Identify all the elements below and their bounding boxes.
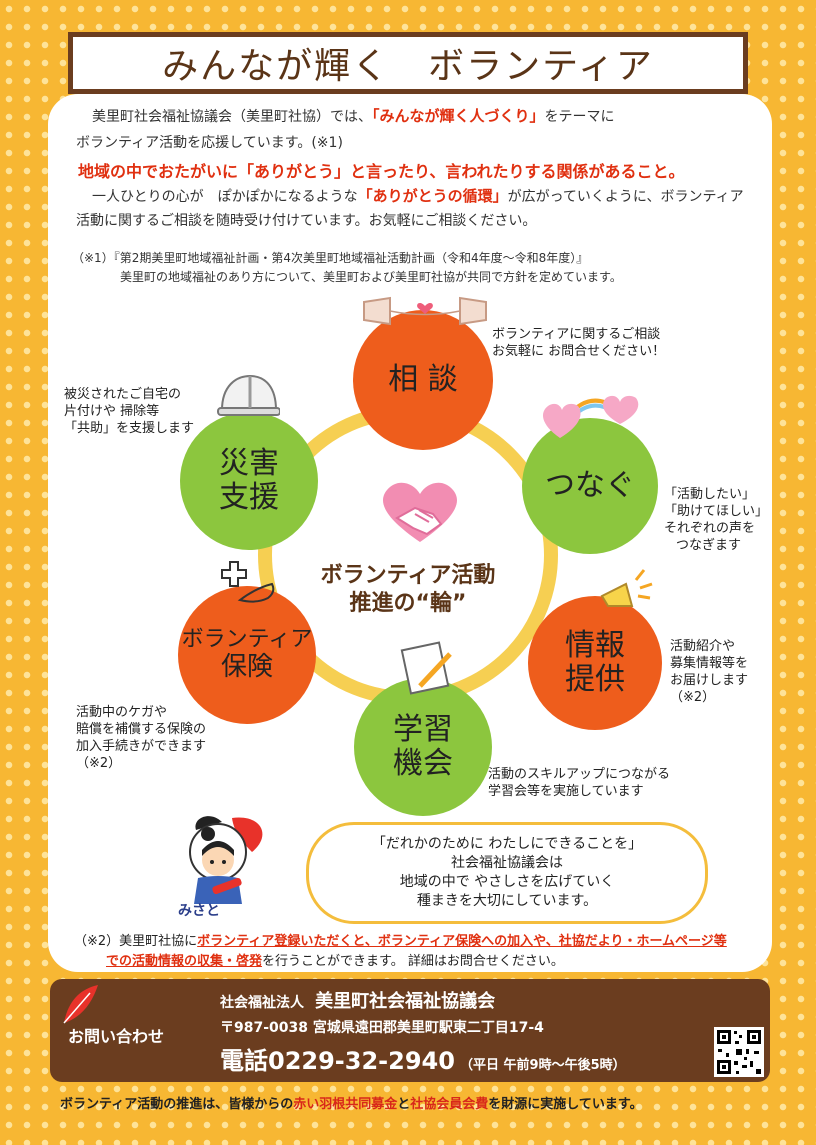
circle-saigai-label-2: 支援 [219, 480, 279, 515]
handshake-heart-icon [383, 482, 457, 542]
circle-saigai-label-1: 災害 [219, 445, 279, 481]
theme-highlight: 「みんなが輝く人づくり」 [372, 107, 545, 125]
circle-hoken: ボランティア 保険 [178, 586, 316, 724]
note2-text: （※2）美里町社協に [74, 934, 198, 949]
address: 〒987-0038 宮城県遠田郡美里町駅東二丁目17-4 [220, 1020, 544, 1036]
bubble-line: 社会福祉協議会は [451, 855, 563, 871]
desc-line: 学習会等を実施しています [488, 784, 644, 799]
desc-line: お届けします [670, 673, 749, 688]
note1-line-2: 美里町の地域福祉のあり方について、美里町および美里町社協が共同で方針を定めていま… [120, 270, 622, 284]
intro-line-4: 一人ひとりの心が ぽかぽかになるような「ありがとうの循環」が広がっていくように、… [92, 186, 744, 207]
circle-soudan: 相 談 [353, 310, 493, 450]
desc-line: ボランティアに関するご相談 [492, 327, 661, 342]
desc-line: （※2） [76, 756, 122, 771]
desc-line: 募集情報等を [670, 656, 749, 671]
intro-text: 一人ひとりの心が ぽかぽかになるような [92, 189, 358, 205]
mascot-illustration [189, 816, 263, 904]
note2-highlight: ボランティア登録いただくと、ボランティア保険への加入や、社協だより・ホームページ… [197, 934, 727, 949]
desc-line: 賠償を補償する保険の [76, 722, 207, 737]
cycle-highlight: 「ありがとうの循環」 [357, 187, 508, 205]
org-type: 社会福祉法人 [220, 995, 304, 1011]
funding-text: ボランティア活動の推進は、皆様からの [60, 1097, 294, 1112]
desc-gakushu: 活動のスキルアップにつながる 学習会等を実施しています [488, 766, 670, 800]
desc-line: 「共助」を支援します [64, 421, 195, 436]
qr-code-icon[interactable] [714, 1027, 764, 1077]
bubble-line: 種まきを大切にしています。 [416, 893, 598, 909]
bubble-line: 「だれかのために わたしにできることを」 [371, 836, 643, 852]
notebook-pencil-icon [400, 641, 452, 695]
circle-joho: 情報 提供 [528, 596, 662, 730]
org-name: 美里町社会福祉協議会 [315, 991, 496, 1012]
desc-line: それぞれの声を [664, 521, 756, 536]
megaphone-icon [600, 569, 653, 607]
circle-gakushu-label-1: 学習 [393, 711, 453, 747]
note2: （※2）美里町社協にボランティア登録いただくと、ボランティア保険への加入や、社協… [74, 932, 744, 972]
circle-tsunagu: つなぐ [522, 418, 658, 554]
circle-gakushu-label-2: 機会 [393, 746, 453, 781]
desc-line: 片付けや 掃除等 [64, 404, 160, 419]
intro-line-5: 活動に関するご相談を随時受け付けています。お気軽にご相談ください。 [76, 213, 537, 229]
bubble-line: 地域の中で やさしさを広げていく [399, 874, 615, 890]
helmet-icon [217, 374, 280, 416]
center-label-line-2: 推進の“輪” [349, 591, 467, 616]
intro-text: 美里町社会福祉協議会（美里町社協）では、 [92, 109, 372, 125]
note2-text: を行うことができます。 詳細はお問合せください。 [262, 954, 564, 969]
circle-hoken-label-1: ボランティア [181, 627, 313, 653]
circle-soudan-label: 相 談 [388, 361, 458, 397]
desc-line: 「活動したい」 [664, 487, 756, 502]
desc-soudan: ボランティアに関するご相談 お気軽に お問合せください！ [492, 326, 665, 360]
red-feather-icon [63, 985, 98, 1024]
desc-line: 「助けてほしい」 [664, 504, 769, 519]
desc-line: 被災されたご自宅の [64, 387, 182, 402]
note1-line-1: （※1）『第2期美里町地域福祉計画・第4次美里町地域福祉活動計画（令和4年度～令… [72, 251, 589, 265]
string-phone-icon [363, 296, 487, 326]
circle-tsunagu-label: つなぐ [545, 467, 635, 503]
funding-highlight: 赤い羽根共同募金 [293, 1097, 398, 1112]
desc-line: つなぎます [676, 538, 742, 553]
desc-joho: 活動紹介や 募集情報等を お届けします （※2） [670, 638, 748, 706]
contact-label: お問い合わせ [68, 1027, 165, 1046]
circle-saigai: 災害 支援 [180, 412, 318, 550]
desc-line: 加入手続きができます [76, 739, 207, 754]
tel-line: 電話0229-32-2940 （平日 午前9時～午後5時） [220, 1041, 626, 1076]
center-label-line-1: ボランティア活動 [320, 563, 496, 588]
circle-hoken-label-2: 保険 [220, 651, 273, 682]
office-hours: （平日 午前9時～午後5時） [460, 1058, 626, 1073]
intro-text: が広がっていくように、ボランティア [507, 189, 744, 205]
contact-footer: お問い合わせ 社会福祉法人 美里町社会福祉協議会 〒987-0038 宮城県遠田… [50, 979, 770, 1082]
intro-line-2: ボランティア活動を応援しています。(※1) [76, 135, 343, 151]
intro-line-1: 美里町社会福祉協議会（美里町社協）では、「みんなが輝く人づくり」をテーマに [92, 106, 615, 127]
circle-joho-label-2: 提供 [565, 662, 625, 697]
desc-hoken: 活動中のケガや 賠償を補償する保険の 加入手続きができます （※2） [76, 704, 206, 772]
funding-highlight: 社協会員会費 [410, 1097, 489, 1112]
funding-text: と [397, 1097, 411, 1112]
tel-number[interactable]: 電話0229-32-2940 [220, 1047, 455, 1075]
circle-joho-label-1: 情報 [565, 627, 625, 663]
mascot-name: みさと [178, 903, 220, 919]
center-label: ボランティア活動 推進の“輪” [300, 562, 516, 618]
funding-note: ボランティア活動の推進は、皆様からの赤い羽根共同募金と社協会員会費を財源に実施し… [60, 1093, 643, 1112]
intro-line-3: 地域の中でおたがいに「ありがとう」と言ったり、言われたりする関係があること。 [78, 162, 685, 181]
desc-line: 活動紹介や [670, 639, 736, 654]
rainbow-hearts-icon [543, 395, 639, 438]
speech-bubble: 「だれかのために わたしにできることを」 社会福祉協議会は 地域の中で やさしさ… [306, 822, 708, 924]
intro-text: をテーマに [544, 109, 615, 125]
note2-highlight: での活動情報の収集・啓発 [106, 954, 263, 969]
funding-text: を財源に実施しています。 [488, 1097, 643, 1112]
circle-gakushu: 学習 機会 [354, 678, 492, 816]
page-title-text: みんなが輝く ボランティア [162, 46, 654, 87]
desc-line: 活動中のケガや [76, 705, 168, 720]
org-line: 社会福祉法人 美里町社会福祉協議会 [220, 987, 495, 1013]
desc-tsunagu: 「活動したい」 「助けてほしい」 それぞれの声を つなぎます [664, 486, 768, 554]
desc-line: （※2） [670, 690, 716, 705]
hand-plus-icon [221, 561, 275, 603]
desc-line: 活動のスキルアップにつながる [488, 767, 671, 782]
desc-line: お気軽に お問合せください！ [492, 344, 666, 359]
desc-saigai: 被災されたご自宅の 片付けや 掃除等 「共助」を支援します [64, 386, 194, 437]
page-title: みんなが輝く ボランティア [68, 32, 748, 94]
